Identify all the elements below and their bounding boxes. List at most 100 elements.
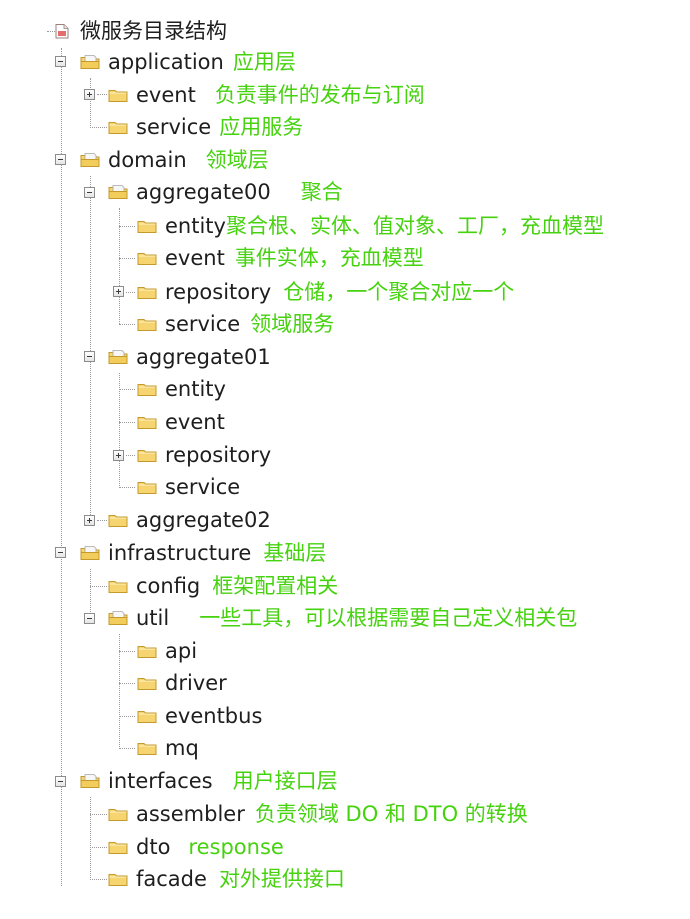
tree-item-aggregate00-repository[interactable]: repository 仓储，一个聚合对应一个 <box>137 276 514 308</box>
tree-connector <box>97 94 107 95</box>
folder-note: 事件实体，充血模型 <box>234 246 424 270</box>
folder-name: eventbus <box>165 704 263 728</box>
tree-item-util[interactable]: util 一些工具，可以根据需要自己定义相关包 <box>108 602 577 634</box>
folder-name: driver <box>165 671 227 695</box>
tree-item-aggregate02[interactable]: aggregate02 <box>108 504 271 536</box>
tree-item-domain[interactable]: domain 领域层 <box>80 144 269 176</box>
folder-name: repository <box>165 280 272 304</box>
folder-icon <box>108 119 128 135</box>
folder-note: 一些工具，可以根据需要自己定义相关包 <box>199 606 578 630</box>
expand-toggle-aggregate02[interactable] <box>84 515 95 526</box>
tree-connector <box>119 226 135 227</box>
folder-note: 应用层 <box>232 50 296 74</box>
folder-note: 领域层 <box>205 148 269 172</box>
folder-name: infrastructure <box>108 541 252 565</box>
tree-item-aggregate00-event[interactable]: event 事件实体，充血模型 <box>137 242 424 274</box>
tree-item-assembler[interactable]: assembler 负责领域 DO 和 DTO 的转换 <box>108 798 528 830</box>
folder-name: mq <box>165 736 199 760</box>
tree-item-aggregate01-event[interactable]: event <box>137 406 225 438</box>
collapse-toggle-application[interactable] <box>55 56 66 67</box>
folder-note: 应用服务 <box>219 115 304 139</box>
open-folder-icon <box>108 349 128 365</box>
folder-note: response <box>188 835 284 859</box>
tree-connector <box>119 258 135 259</box>
tree-connector <box>119 487 135 488</box>
folder-note: 框架配置相关 <box>212 574 339 598</box>
folder-name: api <box>165 639 198 663</box>
folder-name: service <box>136 115 212 139</box>
folder-icon <box>137 414 157 430</box>
tree-item-aggregate01[interactable]: aggregate01 <box>108 341 271 373</box>
tree-connector <box>119 389 135 390</box>
folder-note: 负责领域 DO 和 DTO 的转换 <box>254 802 528 826</box>
tree-item-util-mq[interactable]: mq <box>137 732 199 764</box>
tree-connector <box>119 634 120 749</box>
tree-item-util-eventbus[interactable]: eventbus <box>137 700 262 732</box>
tree-item-aggregate00-service[interactable]: service 领域服务 <box>137 308 334 340</box>
folder-icon <box>137 675 157 691</box>
collapse-toggle-interfaces[interactable] <box>55 776 66 787</box>
folder-name: event <box>136 83 196 107</box>
tree-connector <box>90 879 107 880</box>
tree-connector <box>119 373 120 488</box>
tree-item-aggregate01-service[interactable]: service <box>137 471 240 503</box>
folder-name: entity <box>165 377 226 401</box>
folder-icon <box>137 284 157 300</box>
tree-connector <box>119 324 135 325</box>
tree-root-label: 微服务目录结构 <box>80 19 227 43</box>
tree-connector <box>47 31 61 32</box>
tree-item-util-api[interactable]: api <box>137 635 197 667</box>
tree-item-aggregate01-entity[interactable]: entity <box>137 373 226 405</box>
folder-note: 领域服务 <box>250 312 335 336</box>
folder-name: util <box>136 606 170 630</box>
tree-item-util-driver[interactable]: driver <box>137 667 227 699</box>
tree-item-infrastructure[interactable]: infrastructure 基础层 <box>80 537 326 569</box>
tree-connector <box>119 683 135 684</box>
folder-name: aggregate02 <box>136 508 271 532</box>
tree-item-dto[interactable]: dto response <box>108 831 284 863</box>
folder-icon <box>137 479 157 495</box>
tree-item-interfaces[interactable]: interfaces 用户接口层 <box>80 765 338 797</box>
collapse-toggle-domain[interactable] <box>55 154 66 165</box>
tree-item-aggregate00[interactable]: aggregate00 聚合 <box>108 176 343 208</box>
folder-name: entity <box>165 214 226 238</box>
folder-name: event <box>165 246 225 270</box>
folder-icon <box>137 643 157 659</box>
folder-icon <box>137 447 157 463</box>
expand-toggle-application-event[interactable] <box>84 89 95 100</box>
folder-name: assembler <box>136 802 245 826</box>
expand-toggle-aggregate01-repository[interactable] <box>113 450 124 461</box>
tree-item-aggregate00-entity[interactable]: entity 聚合根、实体、值对象、工厂，充血模型 <box>137 210 604 242</box>
tree-connector <box>119 422 135 423</box>
collapse-toggle-util[interactable] <box>84 613 95 624</box>
tree-connector <box>90 814 107 815</box>
tree-item-application-event[interactable]: event 负责事件的发布与订阅 <box>108 79 425 111</box>
tree-item-aggregate01-repository[interactable]: repository <box>137 439 271 471</box>
tree-item-config[interactable]: config 框架配置相关 <box>108 570 338 602</box>
tree-connector <box>90 176 91 521</box>
tree-item-application-service[interactable]: service 应用服务 <box>108 111 303 143</box>
tree-connector <box>97 520 107 521</box>
folder-note: 聚合 <box>300 180 343 204</box>
open-folder-icon <box>80 773 100 789</box>
tree-connector <box>126 455 135 456</box>
folder-name: application <box>108 50 224 74</box>
folder-icon <box>108 87 128 103</box>
collapse-toggle-aggregate01[interactable] <box>84 351 95 362</box>
folder-icon <box>108 578 128 594</box>
collapse-toggle-infrastructure[interactable] <box>55 547 66 558</box>
tree-connector <box>90 797 91 880</box>
folder-icon <box>137 316 157 332</box>
tree-item-application[interactable]: application 应用层 <box>80 46 296 78</box>
expand-toggle-aggregate00-repository[interactable] <box>113 286 124 297</box>
folder-note: 仓储，一个聚合对应一个 <box>283 280 515 304</box>
tree-connector <box>90 569 91 620</box>
tree-connector <box>119 651 135 652</box>
collapse-toggle-aggregate00[interactable] <box>84 187 95 198</box>
folder-name: dto <box>136 835 171 859</box>
tree-root[interactable]: 微服务目录结构 <box>52 15 227 47</box>
tree-item-facade[interactable]: facade 对外提供接口 <box>108 863 345 895</box>
folder-name: repository <box>165 443 272 467</box>
open-folder-icon <box>80 545 100 561</box>
